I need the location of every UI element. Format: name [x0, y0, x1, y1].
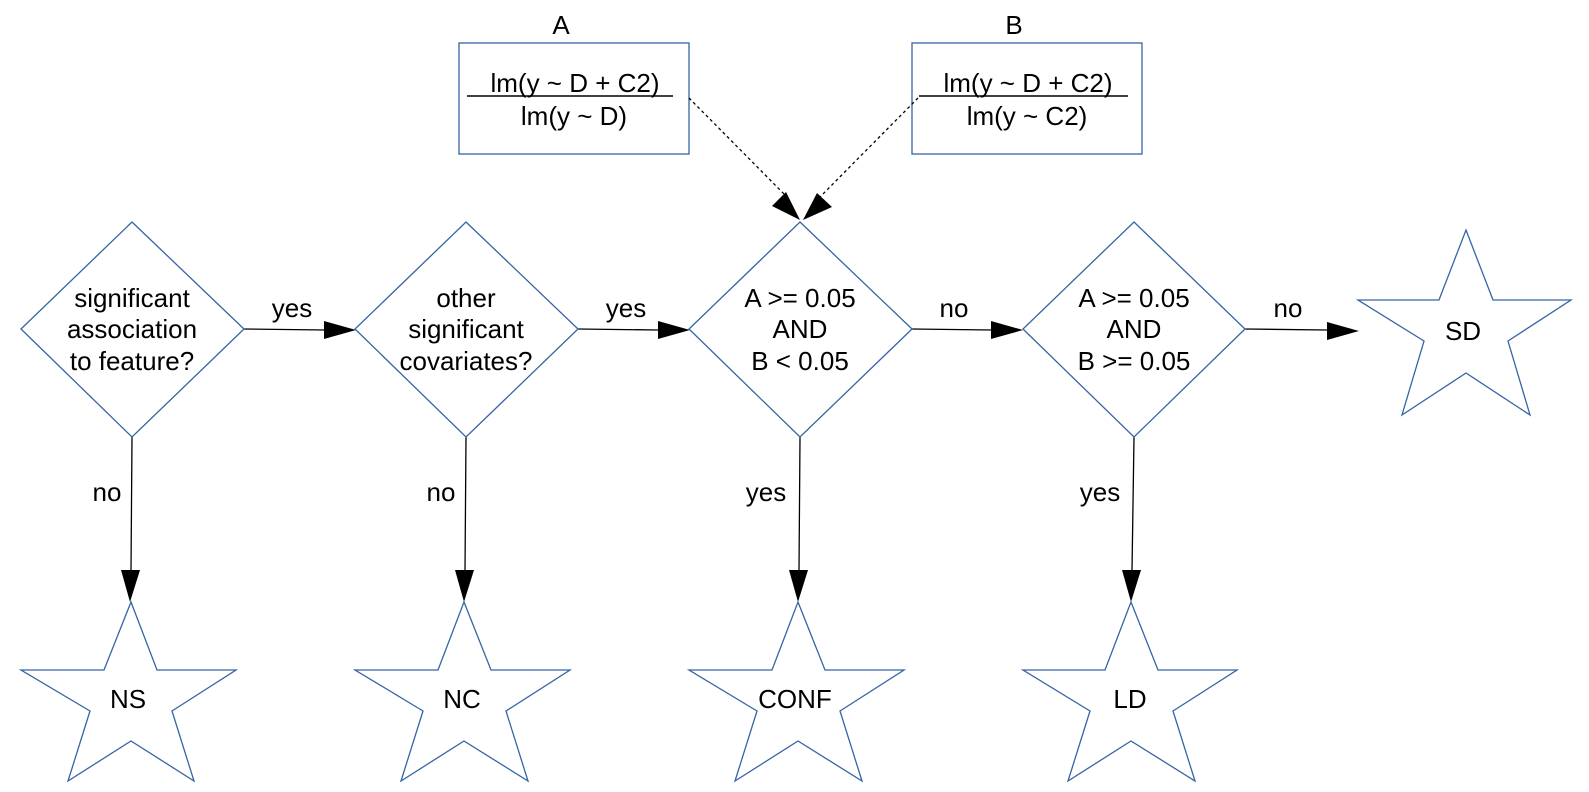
edge-label-d4-sd: no	[1274, 293, 1303, 323]
arrowhead-icon	[1122, 570, 1141, 602]
edge-d4-to-ld	[1131, 436, 1135, 572]
star-icon	[18, 600, 239, 783]
edge-d2-to-d3	[577, 328, 659, 331]
outcome-nc: NC	[352, 600, 573, 783]
decision-d1: significant association to feature?	[20, 221, 245, 438]
outcome-ns: NS	[18, 600, 239, 783]
outcome-label: NS	[110, 684, 146, 714]
outcome-label: SD	[1445, 316, 1481, 346]
decision-text-line: AND	[773, 314, 828, 344]
box-b-numerator: lm(y ~ D + C2)	[943, 68, 1112, 98]
edge-box-b-to-d3	[819, 97, 919, 198]
arrowhead-icon	[1327, 322, 1359, 340]
star-icon	[1020, 600, 1240, 783]
star-icon	[686, 600, 907, 783]
arrowhead-icon	[803, 193, 832, 220]
decision-text-line: association	[67, 314, 197, 344]
edge-d3-to-d4	[911, 328, 993, 331]
outcome-label: LD	[1113, 684, 1146, 714]
outcome-label: CONF	[758, 684, 832, 714]
box-b: B lm(y ~ D + C2) lm(y ~ C2)	[911, 10, 1143, 155]
decision-d2: other significant covariates?	[354, 221, 579, 438]
box-a-frame	[458, 42, 690, 155]
edge-label-d3-d4: no	[940, 293, 969, 323]
decision-text-line: AND	[1107, 314, 1162, 344]
decision-text-line: significant	[408, 314, 524, 344]
decision-d3: A >= 0.05 AND B < 0.05	[688, 221, 913, 438]
edge-label-d3-conf: yes	[746, 477, 786, 507]
box-a: A lm(y ~ D + C2) lm(y ~ D)	[458, 10, 690, 155]
decision-text-line: covariates?	[400, 346, 533, 376]
edge-d2-to-nc	[464, 436, 467, 572]
decision-text-line: B < 0.05	[751, 346, 849, 376]
star-icon	[1355, 228, 1574, 417]
decision-diamond	[20, 221, 245, 438]
decision-diamond	[1022, 221, 1246, 438]
box-b-denominator: lm(y ~ C2)	[967, 101, 1088, 131]
outcome-label: NC	[443, 684, 481, 714]
box-a-numerator: lm(y ~ D + C2)	[490, 68, 659, 98]
star-icon	[352, 600, 573, 783]
edge-d3-to-conf	[798, 436, 801, 572]
edge-d1-to-d2	[243, 328, 326, 331]
box-a-title: A	[552, 10, 570, 40]
box-b-frame	[911, 42, 1143, 155]
edge-box-a-to-d3	[688, 97, 788, 198]
edge-d1-to-ns	[130, 436, 133, 572]
arrowhead-icon	[772, 192, 800, 220]
edge-label-d1-ns: no	[93, 477, 122, 507]
box-a-denominator: lm(y ~ D)	[521, 101, 627, 131]
outcome-conf: CONF	[686, 600, 907, 783]
edge-label-d2-nc: no	[427, 477, 456, 507]
edge-label-d2-d3: yes	[606, 293, 646, 323]
arrowhead-icon	[789, 570, 808, 602]
arrowhead-icon	[991, 321, 1023, 339]
edge-label-d4-ld: yes	[1080, 477, 1120, 507]
decision-d4: A >= 0.05 AND B >= 0.05	[1022, 221, 1246, 438]
edge-label-d1-d2: yes	[272, 293, 312, 323]
decision-text-line: B >= 0.05	[1078, 346, 1191, 376]
decision-text-line: significant	[74, 283, 190, 313]
decision-text-line: to feature?	[70, 346, 194, 376]
decision-diamond	[354, 221, 579, 438]
edge-d4-to-sd	[1244, 328, 1328, 331]
decision-text-line: A >= 0.05	[1078, 283, 1189, 313]
decision-text-line: A >= 0.05	[744, 283, 855, 313]
decision-diamond	[688, 221, 913, 438]
arrowhead-icon	[455, 570, 474, 602]
arrowhead-icon	[121, 570, 140, 602]
arrowhead-icon	[324, 321, 356, 339]
outcome-ld: LD	[1020, 600, 1240, 783]
outcome-sd: SD	[1355, 228, 1574, 417]
edges: yes yes no no no no yes yes	[93, 97, 1359, 602]
box-b-title: B	[1005, 10, 1022, 40]
decision-text-line: other	[436, 283, 496, 313]
arrowhead-icon	[658, 321, 690, 339]
